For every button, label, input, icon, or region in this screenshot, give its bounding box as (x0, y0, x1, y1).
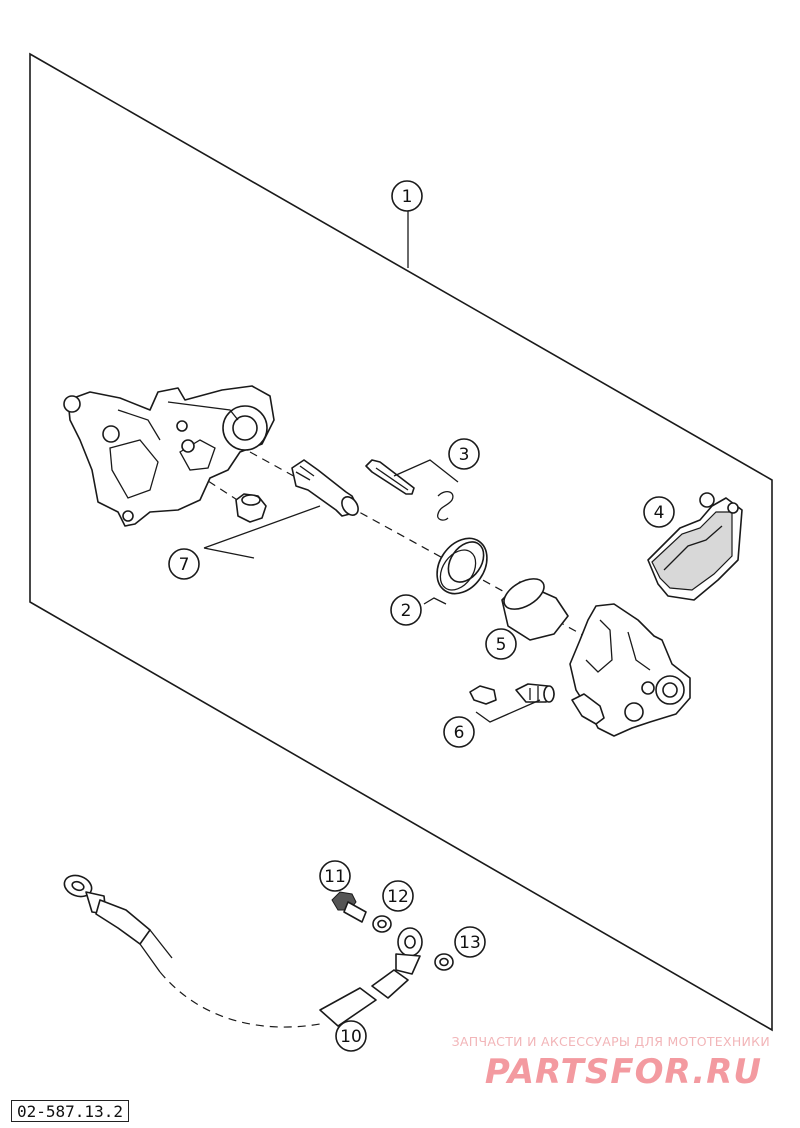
callout-12[interactable]: 12 (382, 880, 414, 912)
callout-5[interactable]: 5 (485, 628, 517, 660)
callout-3-bracket (393, 459, 459, 483)
brake-pads (647, 492, 743, 601)
callout-3-label: 3 (459, 445, 470, 465)
bleed-valves (469, 683, 555, 705)
callout-2-label: 2 (401, 601, 412, 621)
callout-1[interactable]: 1 (391, 180, 423, 212)
brake-hose (63, 874, 423, 1028)
callout-7[interactable]: 7 (168, 548, 200, 580)
callout-11-label: 11 (324, 867, 346, 887)
piston (501, 578, 569, 641)
watermark-tagline: ЗАПЧАСТИ И АКСЕССУАРЫ ДЛЯ МОТОТЕХНИКИ (451, 1034, 770, 1049)
callout-1-label: 1 (402, 187, 413, 207)
callout-4-label: 4 (654, 503, 665, 523)
callout-5-label: 5 (496, 635, 507, 655)
callout-13-label: 13 (459, 933, 481, 953)
caliper-carrier (63, 385, 275, 527)
callout-4[interactable]: 4 (643, 496, 675, 528)
callout-2-bracket (423, 597, 447, 605)
callout-6-bracket (475, 699, 541, 723)
assembly-axis-lower (184, 465, 246, 506)
callout-10[interactable]: 10 (335, 1020, 367, 1052)
caliper-housing (569, 603, 691, 737)
slide-pin-and-boot (235, 459, 359, 523)
assembly-frame (29, 52, 773, 1032)
piston-seal (436, 537, 488, 595)
diagram-reference-code: 02-587.13.2 (11, 1100, 129, 1122)
callout-11[interactable]: 11 (319, 860, 351, 892)
callout-3[interactable]: 3 (448, 438, 480, 470)
pad-pin-and-clip (365, 459, 454, 521)
callout-6[interactable]: 6 (443, 716, 475, 748)
callout-7-label: 7 (179, 555, 190, 575)
watermark-logo: PARTSFOR.RU (484, 1052, 762, 1092)
callout-6-label: 6 (454, 723, 465, 743)
callout-2[interactable]: 2 (390, 594, 422, 626)
callout-13[interactable]: 13 (454, 926, 486, 958)
banjo-bolt (331, 891, 367, 923)
callout-10-label: 10 (340, 1027, 362, 1047)
callout-12-label: 12 (387, 887, 409, 907)
callout-7-bracket (203, 505, 321, 559)
